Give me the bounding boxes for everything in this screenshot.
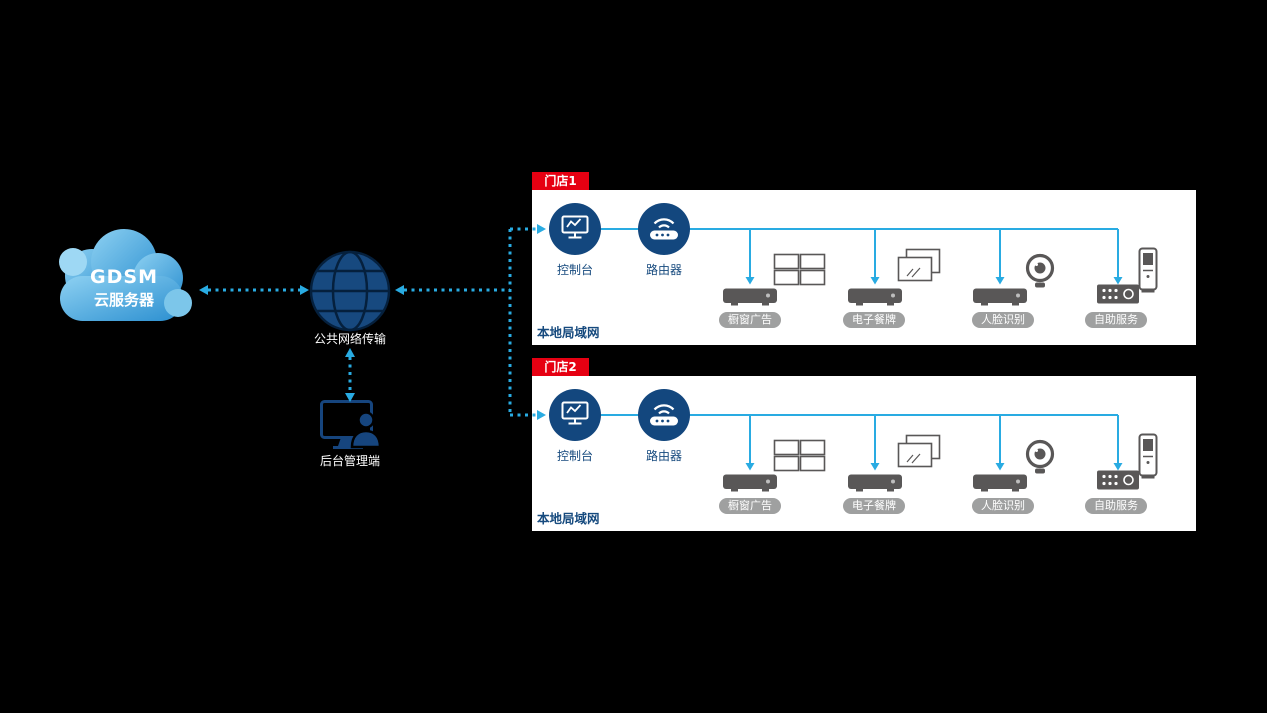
- device-label: 电子餐牌: [843, 498, 905, 514]
- dotted-link-globe-admin: [345, 348, 355, 402]
- admin-terminal-label: 后台管理端: [319, 454, 380, 468]
- console-label: 控制台: [556, 263, 593, 277]
- store-tag-1: 门店1: [532, 172, 589, 190]
- cloud-icon: [59, 229, 192, 321]
- router-label: 路由器: [645, 449, 682, 463]
- dotted-link-globe-stores: [395, 224, 546, 420]
- device-label: 橱窗广告: [719, 312, 781, 328]
- device-label: 自助服务: [1085, 312, 1147, 328]
- admin-terminal-icon: [320, 400, 382, 449]
- lan-label: 本地局域网: [537, 325, 600, 340]
- store-tag-2: 门店2: [532, 358, 589, 376]
- console-label: 控制台: [556, 449, 593, 463]
- globe-icon: [309, 250, 391, 332]
- device-label: 人脸识别: [972, 312, 1034, 328]
- cloud-subtitle: 云服务器: [93, 291, 154, 309]
- device-label: 电子餐牌: [843, 312, 905, 328]
- lan-label: 本地局域网: [537, 511, 600, 526]
- device-label: 自助服务: [1085, 498, 1147, 514]
- device-label: 人脸识别: [972, 498, 1034, 514]
- device-label: 橱窗广告: [719, 498, 781, 514]
- cloud-title: GDSM: [90, 266, 158, 288]
- router-label: 路由器: [645, 263, 682, 277]
- public-network-label: 公共网络传输: [313, 332, 386, 346]
- dotted-link-cloud-globe: [199, 285, 309, 295]
